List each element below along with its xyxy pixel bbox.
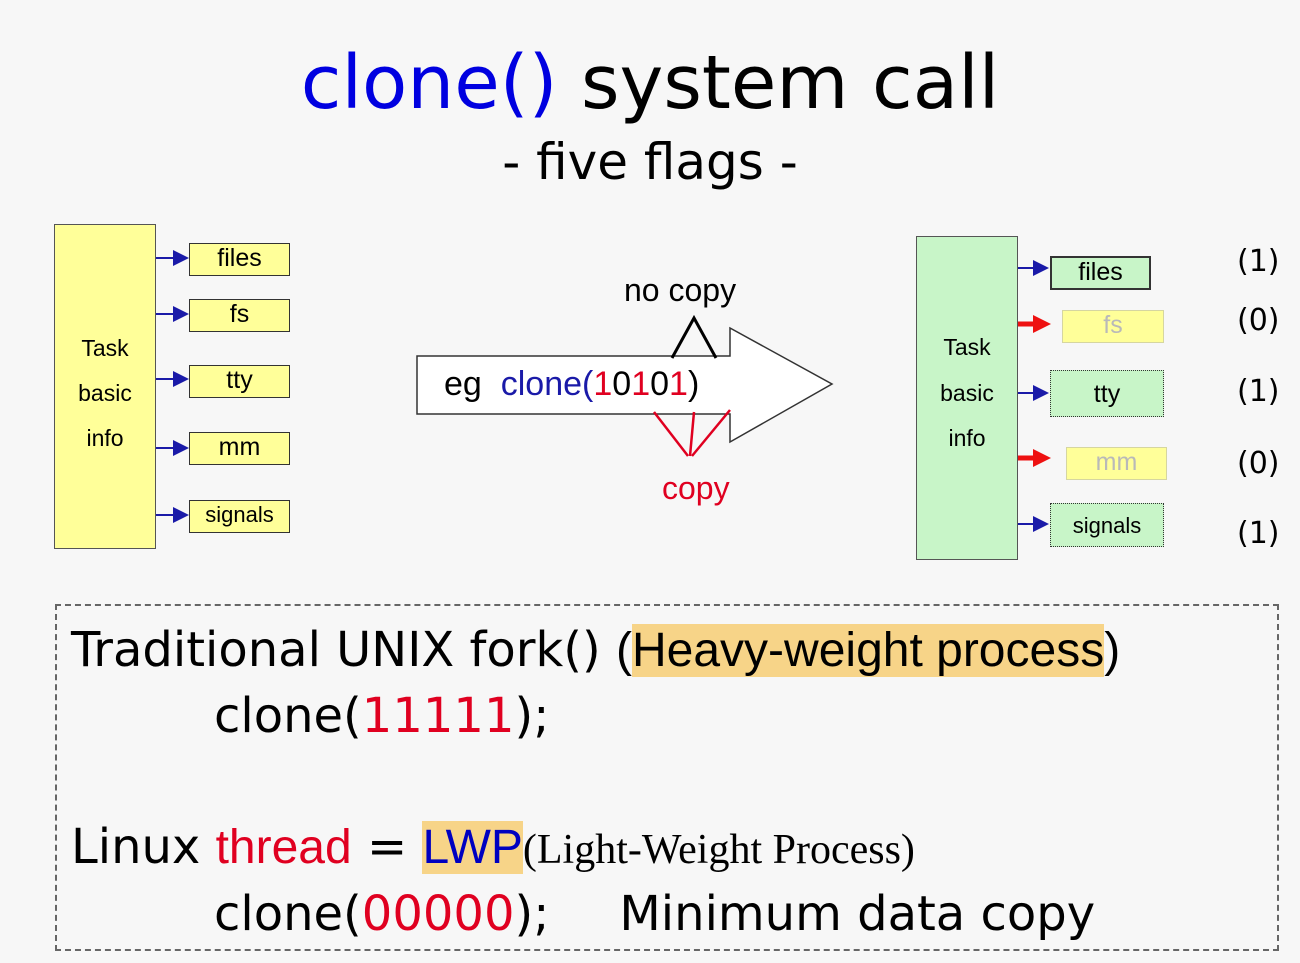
example-open-paren: (: [582, 365, 594, 403]
bit-4: 0: [650, 365, 670, 403]
eg-label: eg: [444, 365, 482, 403]
heavy-weight-highlight: Heavy-weight process: [632, 624, 1105, 677]
no-copy-caret: [670, 314, 718, 359]
bit-2: 0: [612, 365, 632, 403]
copy-label: copy: [662, 470, 730, 506]
fork-paren-open: (: [616, 624, 632, 677]
thread-clone-post: );: [514, 886, 550, 942]
lwp-expansion: (Light-Weight Process): [522, 827, 915, 873]
lwp-highlight: LWP: [422, 821, 523, 874]
page-subtitle: - five flags -: [502, 133, 798, 191]
thread-line: Linux thread = LWP(Light-Weight Process): [71, 819, 915, 878]
right-task-basic-info: Task basic info: [916, 236, 1018, 560]
left-res-mm: mm: [189, 432, 290, 465]
example-function: clone: [500, 365, 583, 403]
diagram-lines: [156, 250, 1051, 532]
thread-word: thread: [215, 821, 352, 874]
left-res-signals: signals: [189, 500, 290, 533]
summary-box: Traditional UNIX fork() (Heavy-weight pr…: [55, 604, 1279, 951]
example-close-paren: ): [687, 365, 700, 403]
right-task-label-1: Task: [943, 334, 991, 360]
fork-clone-line: clone(11111);: [214, 688, 549, 744]
right-connectors: [1018, 260, 1051, 532]
fork-clone-post: );: [514, 688, 550, 744]
flag-files: (1): [1237, 244, 1280, 279]
thread-clone-bits: 00000: [361, 886, 515, 942]
title-rest: system call: [557, 40, 1000, 126]
fork-text: Traditional UNIX fork(): [71, 622, 617, 678]
minimum-copy-note: Minimum data copy: [619, 886, 1096, 942]
left-task-label-1: Task: [81, 335, 129, 361]
left-task-label-3: info: [86, 425, 124, 451]
right-res-signals: signals: [1050, 503, 1164, 547]
flag-signals: (1): [1237, 516, 1280, 551]
clone-example: eg clone(10101): [444, 365, 699, 404]
fork-paren-close: ): [1104, 624, 1121, 677]
right-task-label-2: basic: [940, 380, 994, 406]
flag-fs: (0): [1237, 303, 1280, 338]
left-connectors: [156, 250, 189, 523]
flag-tty: (1): [1237, 374, 1280, 409]
bit-3: 1: [631, 365, 651, 403]
left-task-basic-info: Task basic info: [54, 224, 156, 549]
bit-5: 1: [669, 365, 688, 403]
page-title: clone() system call: [0, 38, 1300, 128]
left-res-files: files: [189, 243, 290, 276]
right-task-label-3: info: [948, 425, 986, 451]
right-res-mm: mm: [1066, 447, 1167, 480]
copy-lines: [653, 409, 731, 457]
left-res-tty: tty: [189, 365, 290, 398]
title-function: clone(): [300, 40, 558, 126]
flag-mm: (0): [1237, 446, 1280, 481]
left-task-label-2: basic: [78, 380, 132, 406]
right-res-fs: fs: [1062, 310, 1164, 343]
thread-eq: =: [351, 819, 423, 875]
bit-1: 1: [593, 365, 613, 403]
fork-clone-bits: 11111: [361, 688, 515, 744]
thread-clone-line: clone(00000); Minimum data copy: [214, 886, 1095, 942]
left-res-fs: fs: [189, 299, 290, 332]
fork-line: Traditional UNIX fork() (Heavy-weight pr…: [71, 622, 1120, 679]
thread-pre: Linux: [71, 819, 216, 875]
right-res-files: files: [1050, 256, 1151, 290]
thread-clone-pre: clone(: [214, 886, 362, 942]
right-res-tty: tty: [1050, 370, 1164, 417]
fork-clone-pre: clone(: [214, 688, 362, 744]
no-copy-label: no copy: [624, 272, 737, 308]
